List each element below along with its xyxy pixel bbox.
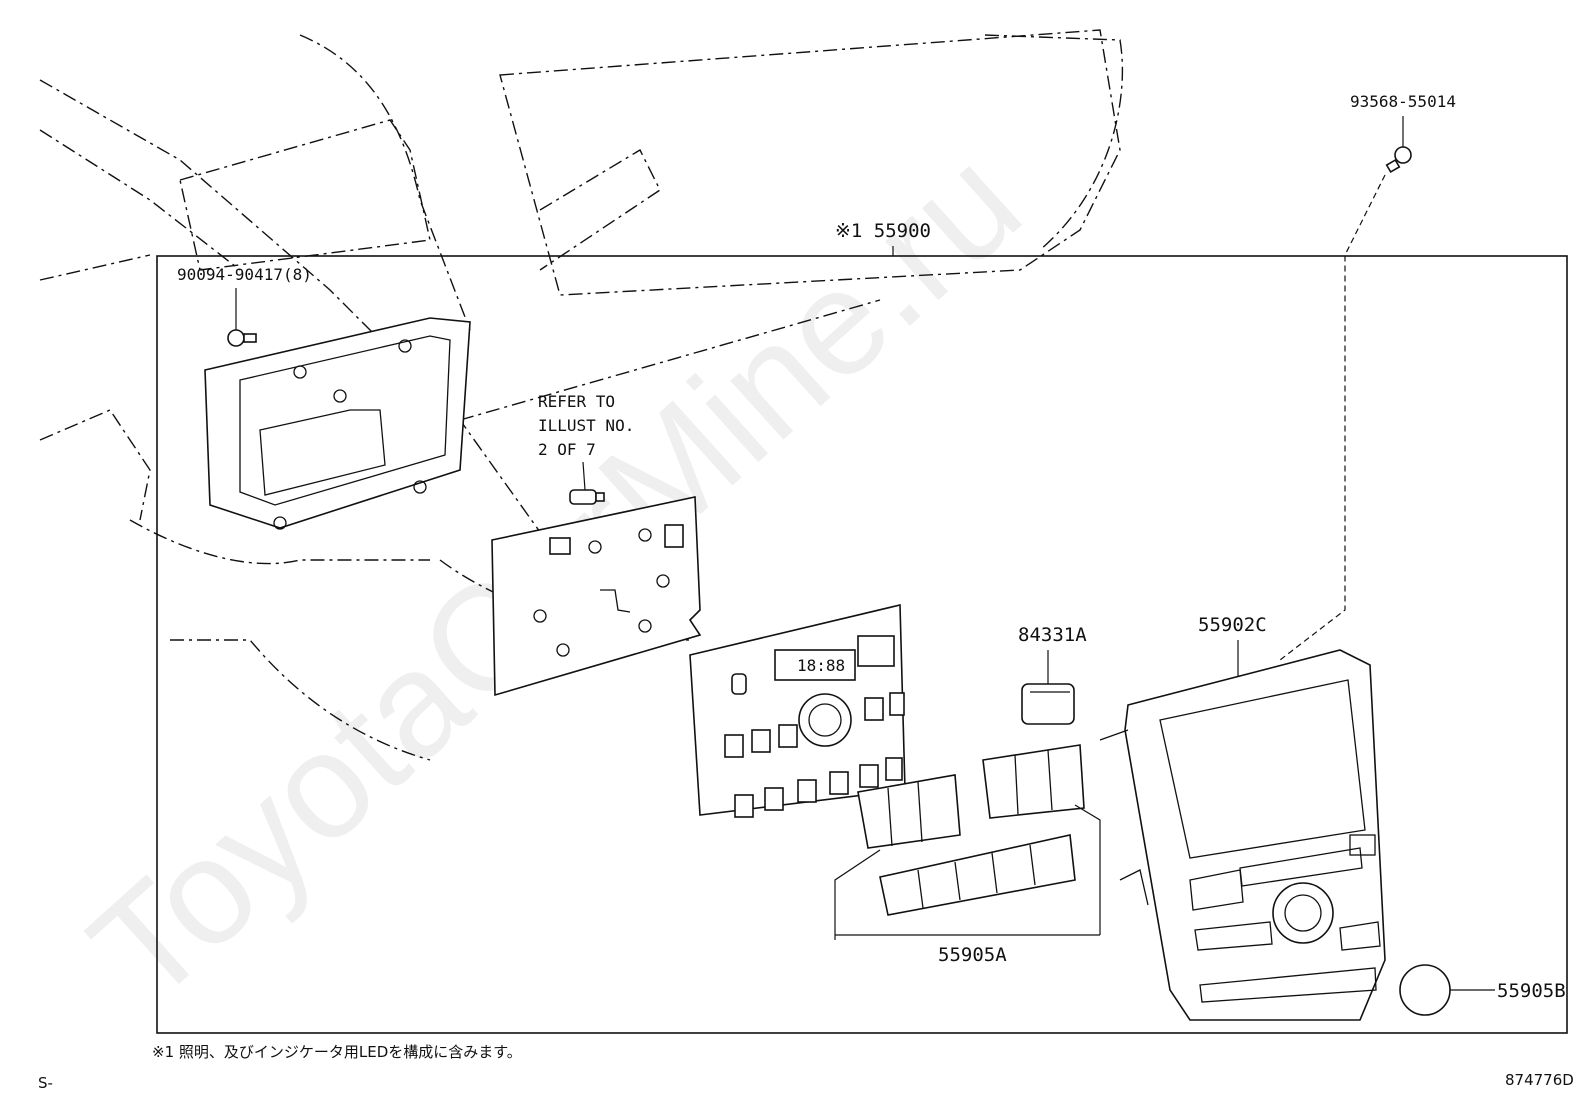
clock-display	[774, 649, 856, 681]
bolt-icon	[1385, 146, 1412, 174]
switches-label: 55905A	[938, 944, 1007, 966]
bezel-label: 55902C	[1198, 614, 1267, 636]
panel-button-row	[724, 692, 905, 818]
footnote: ※1 照明、及びインジケータ用LEDを構成に含みます。	[152, 1043, 522, 1061]
figure-id: 874776D	[1505, 1071, 1574, 1089]
bolt-reference-line	[1279, 174, 1386, 661]
switch-group	[834, 744, 1101, 940]
rear-housing	[204, 317, 471, 530]
control-panel: 18:88	[689, 603, 906, 818]
clock-display-text: 18:88	[797, 656, 845, 675]
bolt-label: 93568-55014	[1350, 92, 1456, 111]
knob-icon	[1021, 683, 1075, 725]
screw-label: 90094-90417(8)	[177, 265, 312, 284]
knob-label: 84331A	[1018, 624, 1087, 646]
refer-line-3: 2 OF 7	[538, 440, 596, 459]
screw-icon	[227, 329, 257, 347]
circuit-board	[491, 496, 702, 697]
cap-label: 55905B	[1497, 980, 1566, 1002]
assembly-frame	[156, 255, 1568, 1034]
assembly-label: ※1 55900	[835, 220, 931, 242]
refer-line-2: ILLUST NO.	[538, 416, 634, 435]
refer-line-1: REFER TO	[538, 392, 615, 411]
cap-icon	[1399, 964, 1451, 1016]
corner-left-text: S-	[38, 1074, 53, 1092]
bezel	[1099, 649, 1386, 1021]
bulb-icon	[569, 489, 605, 505]
